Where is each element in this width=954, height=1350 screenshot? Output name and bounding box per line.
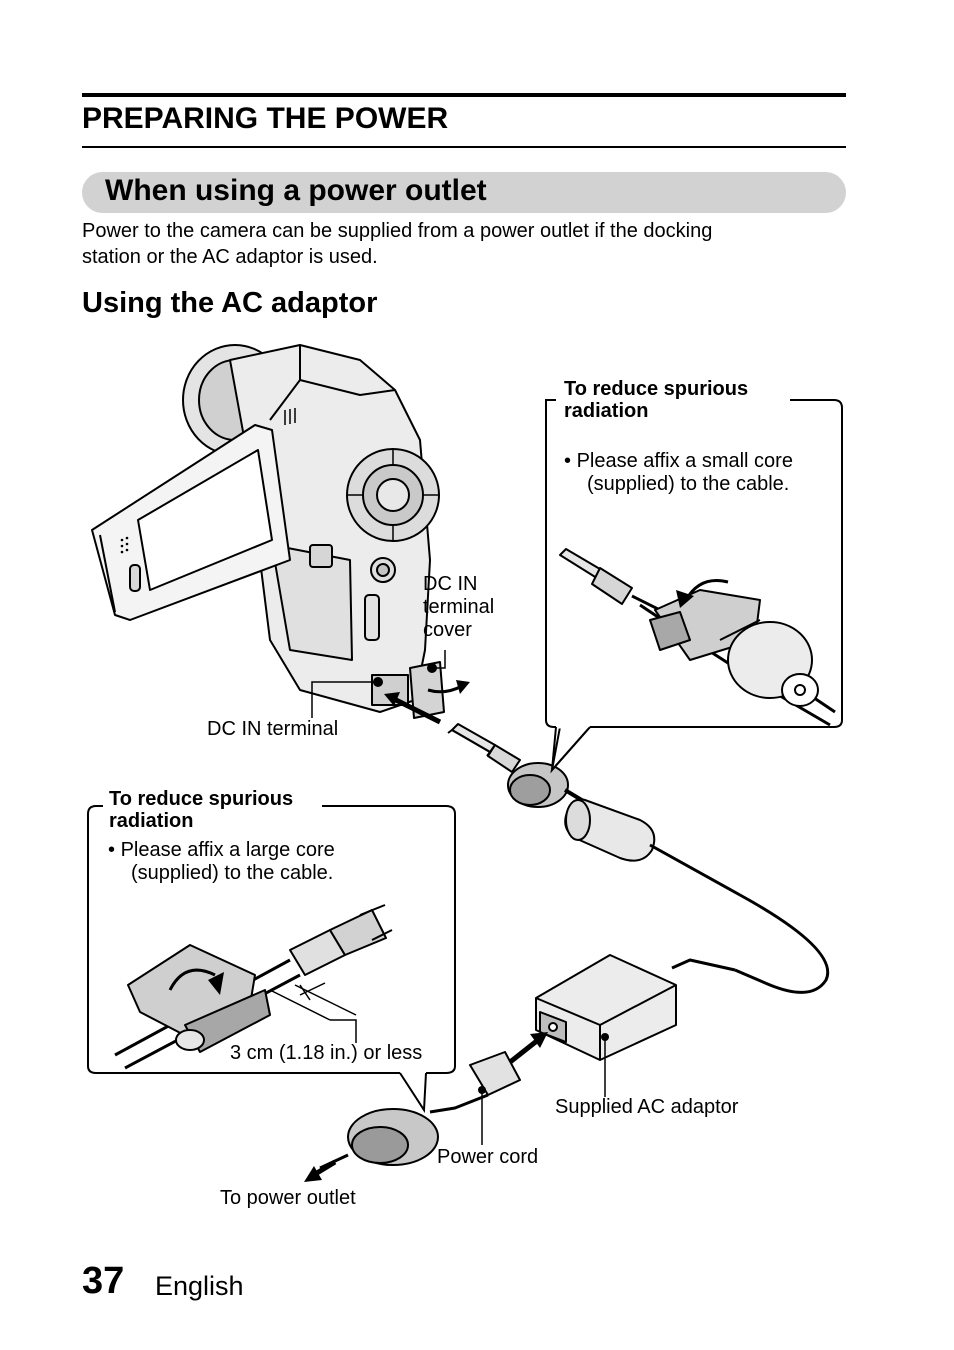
small-core-bullet-line1: Please affix a small core [576,450,793,472]
title-underline [82,146,846,148]
section-title: PREPARING THE POWER [82,102,449,135]
large-core-rotate-arrow [168,968,216,991]
dc-cable [447,723,830,994]
page-language: English [155,1271,244,1301]
camera-illustration [91,344,445,719]
insert-arrow [384,692,442,725]
top-rule [82,93,846,97]
page-number: 37 [82,1260,125,1302]
subsection-title: When using a power outlet [105,174,487,207]
dc-in-cover-label-line2: terminal [423,596,495,618]
dc-cover-leader [432,650,446,669]
large-core-bullet-line2: (supplied) to the cable. [131,862,334,884]
callout-small-core-title: To reduce spurious radiation [558,378,755,422]
dc-in-cover-label-line1: DC IN [423,573,478,595]
distance-dimension [269,982,357,1043]
supplied-ac-adaptor-label: Supplied AC adaptor [555,1096,739,1118]
distance-label: 3 cm (1.18 in.) or less [230,1042,423,1064]
callout-large-core-title-line2: radiation [109,810,194,832]
bullet-dot-icon: • [108,839,121,861]
to-power-outlet-label: To power outlet [220,1187,356,1209]
power-cord-label: Power cord [437,1146,539,1168]
dc-in-cover-label-line3: cover [423,619,472,641]
callout-large-core-title-line1: To reduce spurious [109,788,294,810]
ac-adaptor-heading: Using the AC adaptor [82,287,378,319]
dc-terminal-leader [311,681,378,718]
bullet-dot-icon: • [564,450,577,472]
callout-large-core-frame [87,805,456,1074]
callout-small-core-title-line2: radiation [564,400,649,422]
intro-paragraph: Power to the camera can be supplied from… [82,218,842,270]
power-cord [319,1051,521,1170]
callout-small-core-title-line1: To reduce spurious [564,378,749,400]
ac-adaptor-shape [535,954,677,1061]
intro-line-1: Power to the camera can be supplied from… [82,220,713,242]
large-core-bullet-line1: Please affix a large core [120,839,335,861]
subsection-band [82,172,846,213]
callout-small-core-bullet: • Please affix a small core (supplied) t… [564,450,793,496]
callout-large-core-title: To reduce spurious radiation [103,788,300,832]
small-core-detail [559,548,836,727]
intro-line-2: station or the AC adaptor is used. [82,246,378,268]
callout-large-core-bullet: • Please affix a large core (supplied) t… [108,839,335,885]
dc-in-terminal-label: DC IN terminal [207,718,339,740]
dc-in-cover-label: DC IN terminal cover [423,573,494,642]
small-core-bullet-line2: (supplied) to the cable. [587,473,790,495]
